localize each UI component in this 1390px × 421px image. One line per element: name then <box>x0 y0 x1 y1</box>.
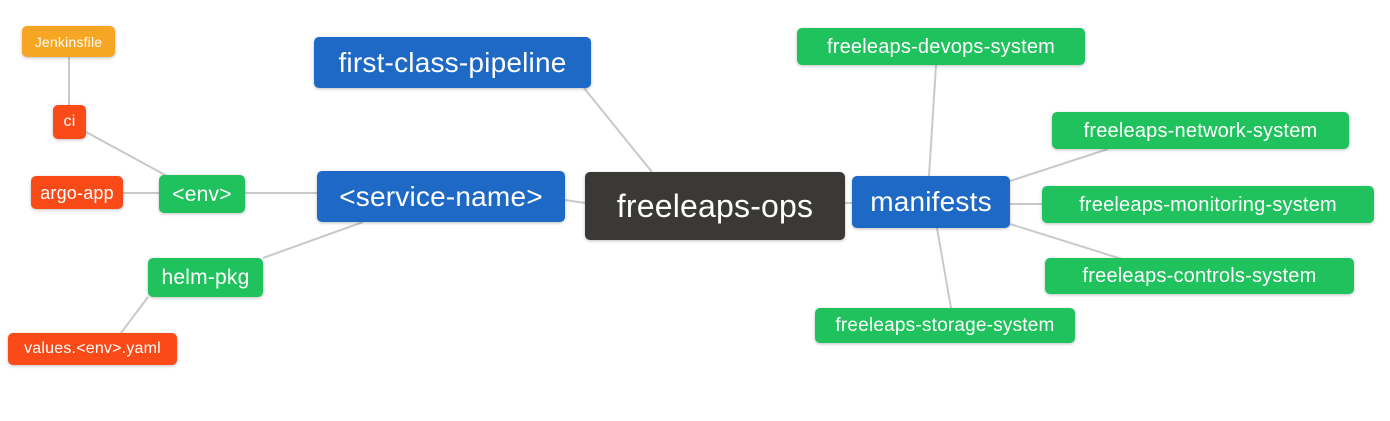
node-helm-pkg[interactable]: helm-pkg <box>148 258 263 297</box>
node-freeleaps-controls-system[interactable]: freeleaps-controls-system <box>1045 258 1354 294</box>
edge-manifests-network <box>1009 148 1109 182</box>
edge-manifests-devops <box>928 64 937 177</box>
node-env[interactable]: <env> <box>159 175 245 213</box>
edge-env-ci <box>85 131 168 177</box>
node-first-class-pipeline[interactable]: first-class-pipeline <box>314 37 591 88</box>
node-freeleaps-monitoring-system[interactable]: freeleaps-monitoring-system <box>1042 186 1374 223</box>
edge-service-name-helm-pkg <box>262 221 364 259</box>
edge-ops-service-name <box>564 199 586 204</box>
node-jenkinsfile[interactable]: Jenkinsfile <box>22 26 115 57</box>
edge-ops-first-class-pipeline <box>583 87 653 173</box>
node-manifests[interactable]: manifests <box>852 176 1010 228</box>
node-service-name[interactable]: <service-name> <box>317 171 565 222</box>
node-freeleaps-network-system[interactable]: freeleaps-network-system <box>1052 112 1349 149</box>
node-freeleaps-devops-system[interactable]: freeleaps-devops-system <box>797 28 1085 65</box>
edge-manifests-controls <box>1009 223 1126 261</box>
node-values-env-yaml[interactable]: values.<env>.yaml <box>8 333 177 365</box>
node-freeleaps-storage-system[interactable]: freeleaps-storage-system <box>815 308 1075 343</box>
node-freeleaps-ops[interactable]: freeleaps-ops <box>585 172 845 240</box>
edge-manifests-storage <box>936 227 952 309</box>
node-ci[interactable]: ci <box>53 105 86 139</box>
node-argo-app[interactable]: argo-app <box>31 176 123 209</box>
edge-helm-pkg-values <box>120 296 149 334</box>
